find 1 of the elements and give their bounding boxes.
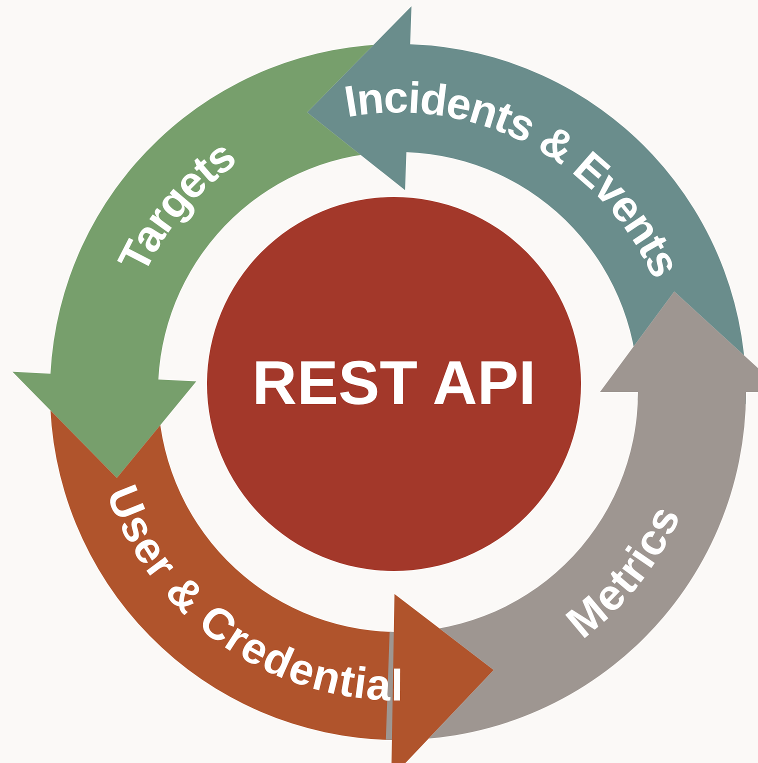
center-label: REST API xyxy=(252,353,536,415)
